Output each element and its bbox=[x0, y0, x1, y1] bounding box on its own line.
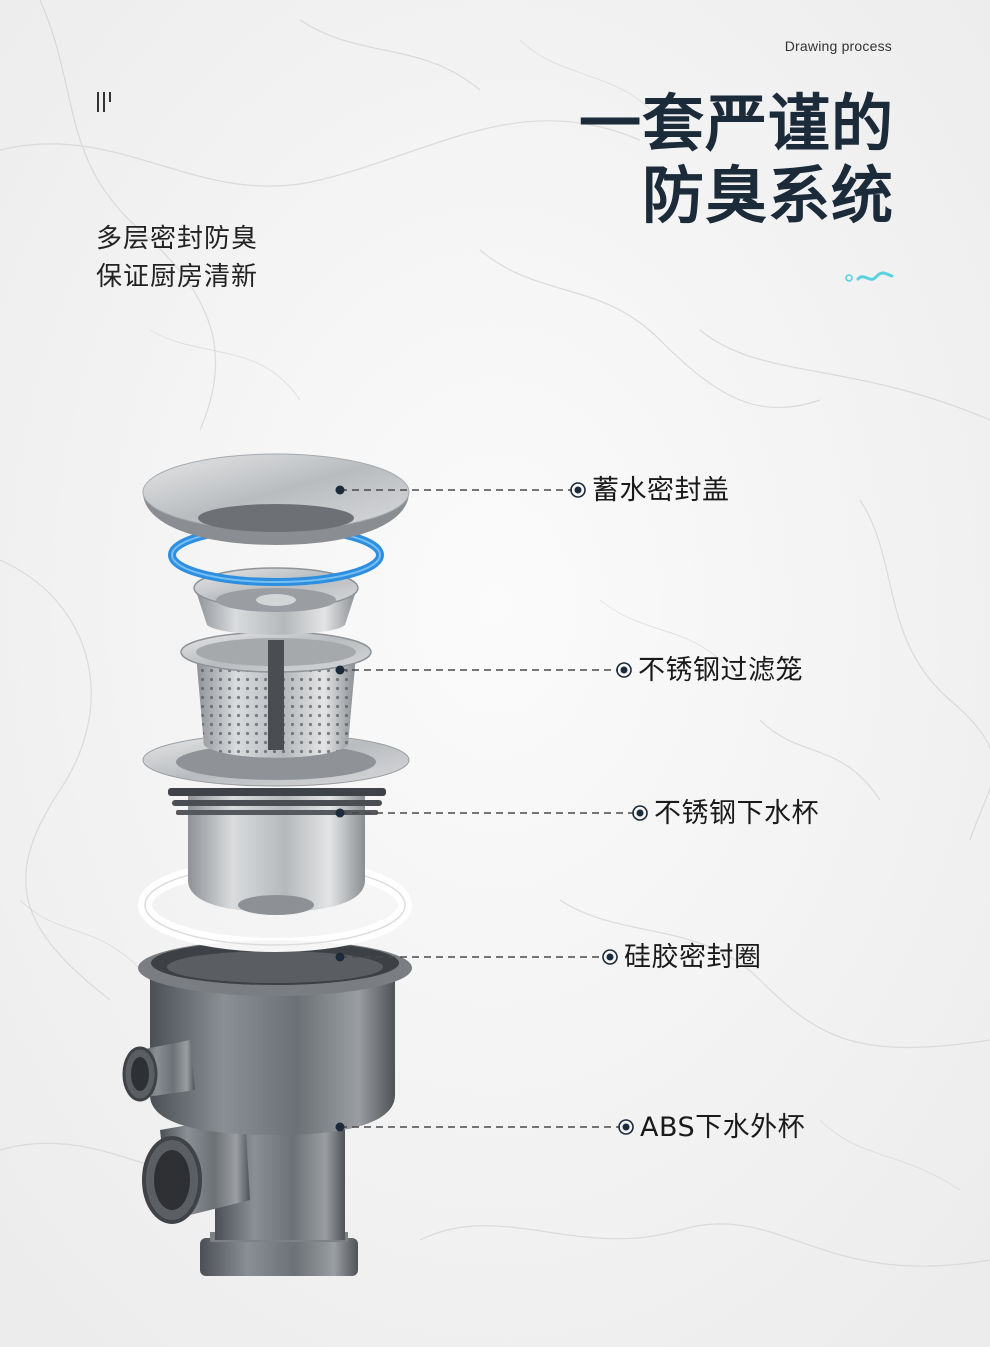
label-filter-basket: 不锈钢过滤笼 bbox=[638, 655, 803, 686]
water-seal-cover bbox=[142, 453, 410, 545]
subtitle-line-2: 保证厨房清新 bbox=[96, 262, 259, 292]
stainless-down-cup bbox=[142, 733, 410, 915]
stainless-filter-basket bbox=[180, 631, 372, 758]
logo-bars-icon bbox=[97, 92, 117, 112]
label-abs-outer-cup: ABS下水外杯 bbox=[640, 1112, 806, 1143]
subtitle-line-1: 多层密封防臭 bbox=[96, 224, 259, 254]
english-caption: Drawing process bbox=[784, 38, 892, 54]
title-line-2: 防臭系统 bbox=[641, 159, 894, 232]
label-down-cup: 不锈钢下水杯 bbox=[654, 798, 819, 829]
label-water-seal-cover: 蓄水密封盖 bbox=[592, 475, 730, 506]
label-silicone-ring: 硅胶密封圈 bbox=[624, 942, 762, 973]
title-line-1: 一套严谨的 bbox=[578, 87, 894, 160]
subtitle: 多层密封防臭 保证厨房清新 bbox=[96, 220, 258, 296]
abs-outer-cup bbox=[122, 940, 412, 1276]
dot-marker-icon bbox=[335, 485, 345, 1132]
wave-decoration-icon bbox=[845, 271, 894, 282]
page-title: 一套严谨的 防臭系统 bbox=[579, 88, 894, 232]
